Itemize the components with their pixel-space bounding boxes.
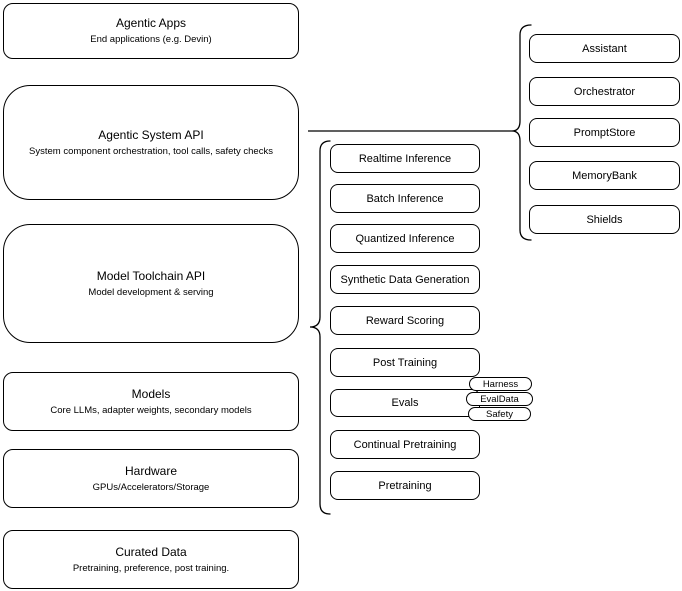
layer-box-agentic-system-api: Agentic System API System component orch…	[3, 85, 299, 200]
layer-subtitle: Core LLMs, adapter weights, secondary mo…	[50, 404, 252, 416]
layer-subtitle: System component orchestration, tool cal…	[29, 145, 273, 157]
toolchain-box-realtime-inference: Realtime Inference	[330, 144, 480, 173]
layer-box-agentic-apps: Agentic Apps End applications (e.g. Devi…	[3, 3, 299, 59]
system-box-shields: Shields	[529, 205, 680, 234]
layer-title: Curated Data	[115, 544, 187, 559]
layer-subtitle: GPUs/Accelerators/Storage	[92, 481, 210, 493]
layer-title: Hardware	[124, 463, 178, 478]
layer-subtitle: Pretraining, preference, post training.	[72, 562, 230, 574]
toolchain-brace	[309, 140, 331, 515]
layer-subtitle: End applications (e.g. Devin)	[90, 34, 212, 45]
evals-pill-evaldata: EvalData	[466, 392, 533, 406]
toolchain-box-quantized-inference: Quantized Inference	[330, 224, 480, 253]
layer-title: Model Toolchain API	[96, 268, 206, 283]
layer-box-models: Models Core LLMs, adapter weights, secon…	[3, 372, 299, 431]
toolchain-box-pretraining: Pretraining	[330, 471, 480, 500]
system-box-orchestrator: Orchestrator	[529, 77, 680, 106]
evals-pill-safety: Safety	[468, 407, 531, 421]
layer-subtitle: Model development & serving	[88, 286, 214, 298]
layer-box-model-toolchain-api: Model Toolchain API Model development & …	[3, 224, 299, 343]
toolchain-box-synthetic-data-generation: Synthetic Data Generation	[330, 265, 480, 294]
evals-pill-harness: Harness	[469, 377, 532, 391]
system-brace	[511, 24, 532, 241]
layer-title: Models	[131, 386, 171, 401]
layer-title: Agentic System API	[98, 127, 204, 142]
system-box-promptstore: PromptStore	[529, 118, 680, 147]
system-box-assistant: Assistant	[529, 34, 680, 63]
toolchain-box-post-training: Post Training	[330, 348, 480, 377]
toolchain-box-batch-inference: Batch Inference	[330, 184, 480, 213]
toolchain-box-continual-pretraining: Continual Pretraining	[330, 430, 480, 459]
layer-box-hardware: Hardware GPUs/Accelerators/Storage	[3, 449, 299, 508]
system-box-memorybank: MemoryBank	[529, 161, 680, 190]
layer-title: Agentic Apps	[115, 16, 187, 30]
layer-box-curated-data: Curated Data Pretraining, preference, po…	[3, 530, 299, 589]
toolchain-box-reward-scoring: Reward Scoring	[330, 306, 480, 335]
toolchain-box-evals: Evals	[330, 389, 480, 417]
